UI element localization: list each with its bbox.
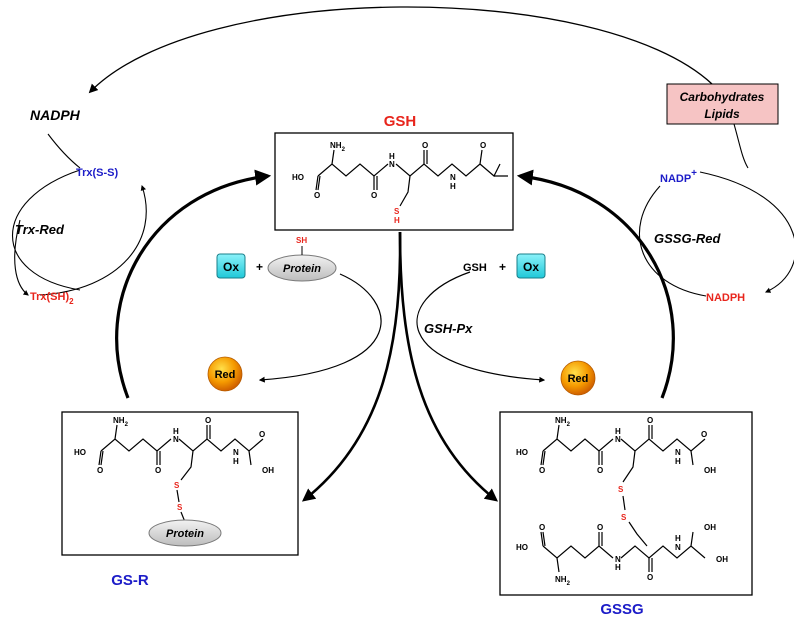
gsr-title: GS-R xyxy=(111,572,149,589)
gsr-h2: H xyxy=(233,457,239,466)
gsh-ox-to-red-arrow xyxy=(416,271,546,383)
lipids-label: Lipids xyxy=(704,107,740,121)
left-cycle-arc-right xyxy=(39,184,147,296)
ox-left-label: Ox xyxy=(223,260,239,274)
red-left-label: Red xyxy=(215,369,236,381)
gsr-to-gsh-arrow xyxy=(115,169,272,399)
gsr-structure xyxy=(98,424,264,523)
gssg-h2: H xyxy=(675,457,681,466)
gssg-oh-top: OH xyxy=(704,466,716,475)
gsr-o3: O xyxy=(205,416,211,425)
gsh-s: S xyxy=(394,207,400,216)
gsh-h2: H xyxy=(450,182,456,191)
gssg-nh2-top: NH2 xyxy=(555,416,571,428)
ox-protein-to-red-arrow xyxy=(258,273,382,383)
right-cycle-arc-left xyxy=(638,185,707,297)
left-cycle-arc-left xyxy=(12,169,81,291)
gssg-ho-top: HO xyxy=(516,448,528,457)
gssg-h4: H xyxy=(675,534,681,543)
left-nadph-stem xyxy=(47,133,81,169)
gsr-oh: OH xyxy=(262,466,274,475)
gsh-n1: N xyxy=(389,160,395,169)
gsh-title: GSH xyxy=(384,113,417,130)
gsr-o1: O xyxy=(97,466,103,475)
gsh-o3: O xyxy=(422,141,428,150)
gsr-o2: O xyxy=(155,466,161,475)
gsh-structure xyxy=(315,149,508,207)
gsr-o4: O xyxy=(259,430,265,439)
plus-right: + xyxy=(499,260,506,274)
gssg-o4: O xyxy=(701,430,707,439)
gsh-o2: O xyxy=(371,191,377,200)
gsr-s2: S xyxy=(177,503,183,512)
left-cycle-arc-to-trxsh xyxy=(14,219,29,296)
gsh-sh-h: H xyxy=(394,216,400,225)
gssg-n1: N xyxy=(615,435,621,444)
trx-ss-label: Trx(S-S) xyxy=(76,167,119,179)
right-cycle-arc-right xyxy=(699,171,794,293)
gsr-ho: HO xyxy=(74,448,86,457)
gssg-s2: S xyxy=(621,513,627,522)
gsr-n1: N xyxy=(173,435,179,444)
gssg-o1: O xyxy=(539,466,545,475)
protein-ellipse-gsr xyxy=(148,519,222,547)
gssg-nh2-bottom: NH2 xyxy=(555,575,571,587)
trx-sh2-label: Trx(SH)2 xyxy=(30,291,74,306)
gsh-nh2: NH2 xyxy=(330,141,346,153)
gssg-oh-bottom2: OH xyxy=(716,555,728,564)
red-ball-left xyxy=(207,356,243,392)
gsh-to-gssg-arrow xyxy=(398,231,499,502)
gssg-title: GSSG xyxy=(600,601,643,617)
left-nadph-label: NADPH xyxy=(30,107,81,123)
gssg-to-gsh-arrow xyxy=(516,169,675,399)
gssg-n2: N xyxy=(675,448,681,457)
gsr-h1: H xyxy=(173,427,179,436)
gsh-o4: O xyxy=(480,141,486,150)
carbohydrates-label: Carbohydrates xyxy=(680,90,765,104)
gssg-structure-box xyxy=(499,411,753,596)
gsh-o1: O xyxy=(314,191,320,200)
protein-center-label: Protein xyxy=(283,263,321,275)
gsh-h1: H xyxy=(389,152,395,161)
red-right-label: Red xyxy=(568,373,589,385)
carbohydrates-lipids-box xyxy=(666,83,779,125)
protein-sh-label: SH xyxy=(296,236,307,245)
gssg-h3: H xyxy=(615,563,621,572)
gssg-red-label: GSSG-Red xyxy=(654,231,722,246)
gsh-structure-box xyxy=(274,132,514,231)
gssg-o3: O xyxy=(647,416,653,425)
gssg-o5: O xyxy=(539,523,545,532)
gsr-n2: N xyxy=(233,448,239,457)
right-nadph-label: NADPH xyxy=(706,292,745,304)
gsh-to-gsr-arrow xyxy=(301,231,402,502)
gsh-reagent-label: GSH xyxy=(463,262,487,274)
gssg-n3: N xyxy=(615,555,621,564)
gssg-o2: O xyxy=(597,466,603,475)
gsh-n2: N xyxy=(450,173,456,182)
gssg-o6: O xyxy=(597,523,603,532)
gssg-ho-bottom: HO xyxy=(516,543,528,552)
plus-left: + xyxy=(256,260,263,274)
gssg-h1: H xyxy=(615,427,621,436)
gsr-s1: S xyxy=(174,481,180,490)
protein-gsr-label: Protein xyxy=(166,528,204,540)
ox-left-box xyxy=(216,253,246,279)
right-stem xyxy=(733,123,749,169)
red-ball-right xyxy=(560,360,596,396)
gsr-nh2: NH2 xyxy=(113,416,129,428)
gssg-o7: O xyxy=(647,573,653,582)
gsh-px-label: GSH-Px xyxy=(424,321,473,336)
gssg-s1: S xyxy=(618,485,624,494)
gssg-n4: N xyxy=(675,543,681,552)
trx-red-label: Trx-Red xyxy=(15,222,65,237)
ox-right-label: Ox xyxy=(523,260,539,274)
gssg-structure xyxy=(540,424,706,573)
gsh-ho: HO xyxy=(292,173,304,182)
top-arc-arrow xyxy=(88,6,713,94)
gssg-oh-bottom: OH xyxy=(704,523,716,532)
ox-right-box xyxy=(516,253,546,279)
nadp-label: NADP+ xyxy=(660,168,697,185)
